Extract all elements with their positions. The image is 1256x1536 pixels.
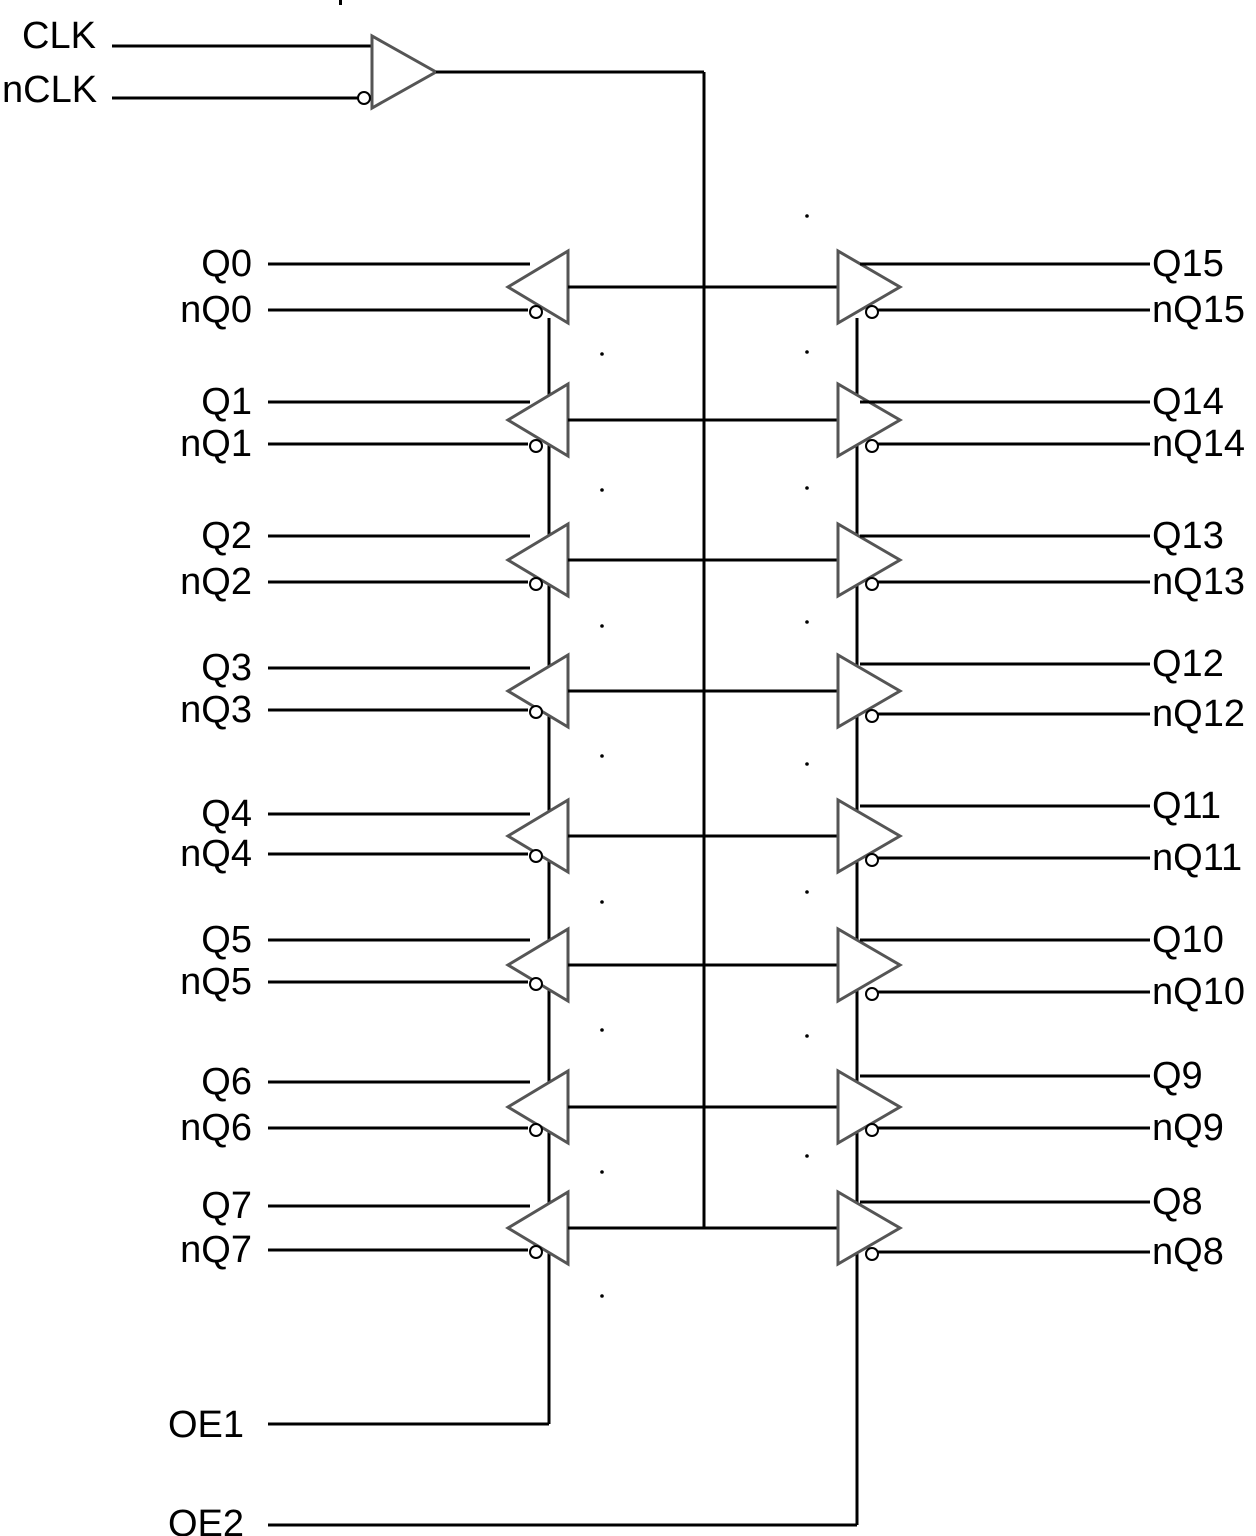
ellipsis-dot <box>805 762 809 766</box>
ellipsis-dot <box>805 1034 809 1038</box>
right-buffer-triangle <box>836 652 903 730</box>
right-q-label: Q15 <box>1152 243 1224 285</box>
left-q-label: Q3 <box>201 647 252 689</box>
ellipsis-dots <box>339 0 809 1298</box>
left-nq-label: nQ6 <box>180 1107 252 1149</box>
input-clock-buffer: CLK nCLK <box>2 15 704 111</box>
left-q-label: Q5 <box>201 919 252 961</box>
input-buffer-triangle <box>370 33 440 111</box>
right-inversion-bubble <box>865 709 879 723</box>
right-inversion-bubble <box>865 577 879 591</box>
right-q-label: Q10 <box>1152 919 1224 961</box>
clk-label: CLK <box>22 15 96 57</box>
nclk-label: nCLK <box>2 69 97 111</box>
left-nq-label: nQ0 <box>180 289 252 331</box>
oe2-label: OE2 <box>168 1503 244 1536</box>
nclk-inversion-bubble <box>357 91 371 105</box>
left-inversion-bubble <box>529 305 543 319</box>
left-inversion-bubble <box>529 977 543 991</box>
left-nq-label: nQ2 <box>180 561 252 603</box>
right-q-label: Q13 <box>1152 515 1224 557</box>
left-q-label: Q6 <box>201 1061 252 1103</box>
ellipsis-dot <box>805 214 809 218</box>
right-nq-label: nQ13 <box>1152 561 1245 603</box>
ellipsis-dot <box>805 620 809 624</box>
right-nq-label: nQ9 <box>1152 1107 1224 1149</box>
right-nq-label: nQ8 <box>1152 1231 1224 1273</box>
right-q-label: Q9 <box>1152 1055 1203 1097</box>
ellipsis-dot <box>805 890 809 894</box>
left-inversion-bubble <box>529 1123 543 1137</box>
right-inversion-bubble <box>865 1123 879 1137</box>
left-nq-label: nQ3 <box>180 689 252 731</box>
left-q-label: Q0 <box>201 243 252 285</box>
left-q-label: Q2 <box>201 515 252 557</box>
right-q-label: Q8 <box>1152 1181 1203 1223</box>
right-buffer-4: Q11 nQ11 <box>704 785 1242 879</box>
right-nq-label: nQ15 <box>1152 289 1245 331</box>
ellipsis-dot <box>600 624 604 628</box>
left-inversion-bubble <box>529 705 543 719</box>
ellipsis-dot <box>600 900 604 904</box>
right-buffer-5: Q10 nQ10 <box>704 919 1245 1013</box>
right-buffer-triangle <box>836 248 903 326</box>
top-tick-mark <box>339 0 342 5</box>
right-buffer-3: Q12 nQ12 <box>704 643 1245 735</box>
left-q-label: Q1 <box>201 381 252 423</box>
oe1-label: OE1 <box>168 1404 244 1446</box>
right-q-label: Q14 <box>1152 381 1224 423</box>
right-inversion-bubble <box>865 987 879 1001</box>
right-nq-label: nQ14 <box>1152 423 1245 465</box>
left-q-label: Q4 <box>201 793 252 835</box>
left-inversion-bubble <box>529 849 543 863</box>
ellipsis-dot <box>600 1028 604 1032</box>
right-buffer-triangle <box>836 926 903 1004</box>
ellipsis-dot <box>600 1294 604 1298</box>
right-inversion-bubble <box>865 853 879 867</box>
right-buffer-triangle <box>836 1189 903 1267</box>
right-inversion-bubble <box>865 439 879 453</box>
right-nq-label: nQ10 <box>1152 971 1245 1013</box>
right-nq-label: nQ12 <box>1152 693 1245 735</box>
ellipsis-dot <box>600 488 604 492</box>
right-q-label: Q12 <box>1152 643 1224 685</box>
ellipsis-dot <box>805 1154 809 1158</box>
left-nq-label: nQ5 <box>180 961 252 1003</box>
left-inversion-bubble <box>529 1245 543 1259</box>
ellipsis-dot <box>600 754 604 758</box>
right-q-label: Q11 <box>1152 785 1221 827</box>
left-nq-label: nQ7 <box>180 1229 252 1271</box>
left-inversion-bubble <box>529 577 543 591</box>
left-nq-label: nQ4 <box>180 833 252 875</box>
right-inversion-bubble <box>865 1247 879 1261</box>
ellipsis-dot <box>805 350 809 354</box>
right-inversion-bubble <box>865 305 879 319</box>
ellipsis-dot <box>805 486 809 490</box>
left-q-label: Q7 <box>201 1185 252 1227</box>
left-inversion-bubble <box>529 439 543 453</box>
right-nq-label: nQ11 <box>1152 837 1242 879</box>
left-nq-label: nQ1 <box>180 423 252 465</box>
ellipsis-dot <box>600 352 604 356</box>
ellipsis-dot <box>600 1170 604 1174</box>
